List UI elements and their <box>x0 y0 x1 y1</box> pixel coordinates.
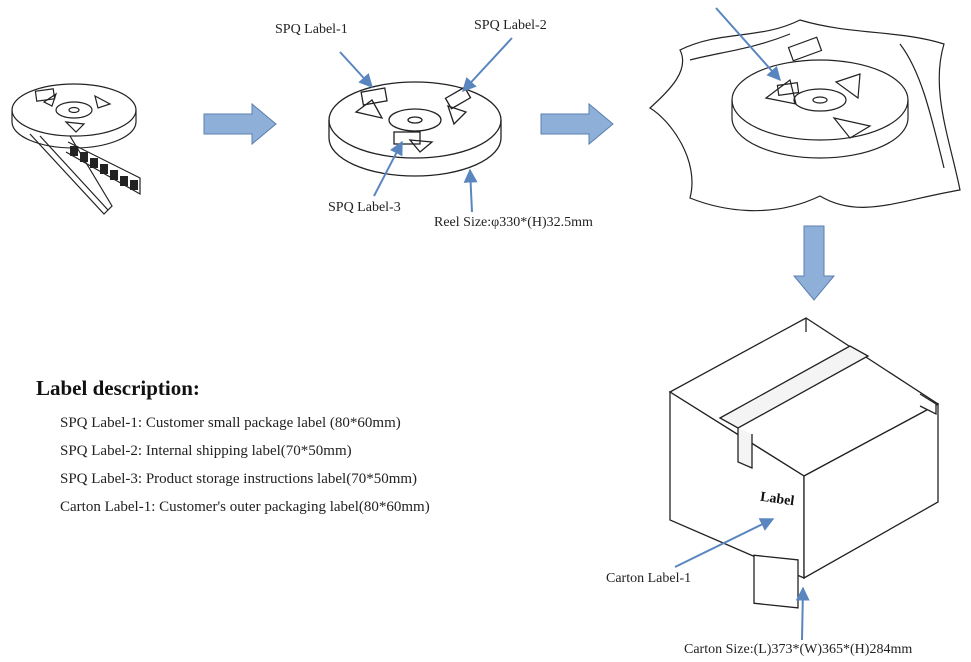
reel-size-callout: Reel Size:φ330*(H)32.5mm <box>434 215 593 230</box>
pointer-carton-label <box>674 518 775 568</box>
vacuum-bagged-reel-icon <box>648 19 961 212</box>
labeled-reel-icon <box>328 81 502 177</box>
flow-arrow-down <box>792 225 836 301</box>
pointer-bag-label <box>715 7 781 82</box>
label-description-heading: Label description: <box>36 376 200 400</box>
pointer-spq-label-2 <box>462 37 513 93</box>
pointer-spq-label-3 <box>373 140 403 197</box>
description-item-spq-label-1: SPQ Label-1: Customer small package labe… <box>60 415 401 431</box>
description-item-spq-label-2: SPQ Label-2: Internal shipping label(70*… <box>60 443 352 459</box>
spq-label-2-callout: SPQ Label-2 <box>474 18 547 33</box>
pointer-carton-size <box>795 586 810 641</box>
pointer-reel-size <box>463 168 478 213</box>
flow-arrow-right-2 <box>540 102 614 146</box>
flow-arrow-right-1 <box>203 102 277 146</box>
spq-label-3-callout: SPQ Label-3 <box>328 200 401 215</box>
carton-size-callout: Carton Size:(L)373*(W)365*(H)284mm <box>684 642 913 657</box>
pointer-spq-label-1 <box>339 51 373 89</box>
description-item-spq-label-3: SPQ Label-3: Product storage instruction… <box>60 471 418 487</box>
description-item-carton-label-1: Carton Label-1: Customer's outer packagi… <box>60 499 430 515</box>
reel-with-tape-icon <box>11 83 141 215</box>
carton-label-1-callout: Carton Label-1 <box>606 571 692 586</box>
spq-label-1-callout: SPQ Label-1 <box>275 22 348 37</box>
carton-box-icon <box>668 317 940 609</box>
